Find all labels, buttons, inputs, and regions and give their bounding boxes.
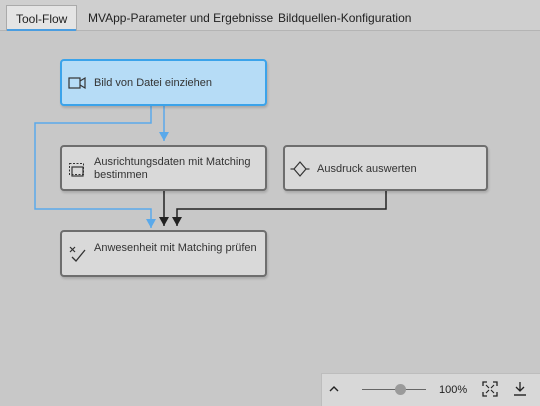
zoom-toolbar: 100% xyxy=(321,373,540,406)
node-label: Ausdruck auswerten xyxy=(317,163,417,175)
node-ausdruck-auswerten[interactable]: Ausdruck auswerten xyxy=(283,145,488,191)
download-icon[interactable] xyxy=(513,381,527,397)
tab-bildquellen-konfiguration[interactable]: Bildquellen-Konfiguration xyxy=(278,5,411,31)
flow-canvas[interactable]: Bild von Datei einziehen Ausrichtungsdat… xyxy=(0,31,540,406)
chevron-up-icon[interactable] xyxy=(328,383,340,395)
presence-check-icon xyxy=(69,246,86,262)
node-bild-von-datei[interactable]: Bild von Datei einziehen xyxy=(60,59,267,106)
node-ausrichtungsdaten[interactable]: Ausrichtungsdaten mit Matching bestimmen xyxy=(60,145,267,191)
tab-label: Bildquellen-Konfiguration xyxy=(278,11,412,25)
zoom-slider[interactable] xyxy=(362,380,426,400)
tab-label: Tool-Flow xyxy=(16,12,68,26)
connector-layer xyxy=(34,106,387,228)
node-label: Anwesenheit mit Matching prüfen xyxy=(94,242,257,254)
zoom-level: 100% xyxy=(439,384,468,396)
alignment-icon xyxy=(69,163,84,177)
tab-bar: Tool-Flow MVApp-Parameter und Ergebnisse… xyxy=(0,0,540,31)
connector-source-to-presence xyxy=(34,106,156,228)
zoom-slider-track xyxy=(362,389,426,390)
connector-expression-to-presence xyxy=(172,191,387,226)
fit-to-screen-icon[interactable] xyxy=(482,381,498,397)
video-camera-icon xyxy=(68,76,86,90)
node-label: Ausrichtungsdaten mit Matching bestimmen xyxy=(94,156,251,181)
zoom-slider-thumb[interactable] xyxy=(395,384,407,395)
tab-tool-flow[interactable]: Tool-Flow xyxy=(6,5,78,31)
tab-label: MVApp-Parameter und Ergebnisse xyxy=(88,11,274,25)
node-label: Bild von Datei einziehen xyxy=(94,77,213,89)
node-anwesenheit[interactable]: Anwesenheit mit Matching prüfen xyxy=(60,230,267,277)
tab-mvapp-parameter[interactable]: MVApp-Parameter und Ergebnisse xyxy=(88,5,273,31)
expression-icon xyxy=(290,161,310,177)
